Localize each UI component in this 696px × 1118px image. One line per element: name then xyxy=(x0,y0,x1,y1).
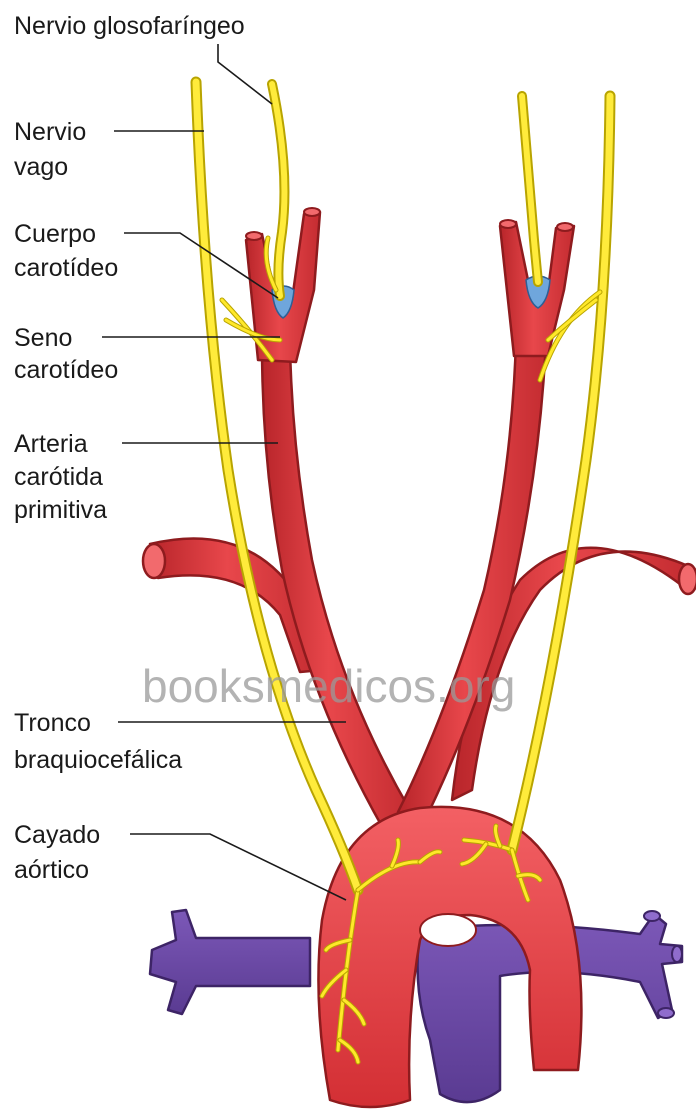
leader-aortic-arch xyxy=(130,834,346,900)
right-glossopharyngeal-nerve xyxy=(522,96,538,282)
label-vagus-line2: vago xyxy=(14,153,68,181)
label-brachiocephalic-line2: braquiocefálica xyxy=(14,746,182,774)
leader-glossopharyngeal xyxy=(218,44,272,104)
label-vagus-line1: Nervio xyxy=(14,118,86,146)
label-brachiocephalic-line1: Tronco xyxy=(14,709,91,737)
label-common-carotid-line1: Arteria xyxy=(14,430,88,458)
label-carotid-sinus-line1: Seno xyxy=(14,324,72,352)
label-carotid-body-line1: Cuerpo xyxy=(14,220,96,248)
label-common-carotid-line3: primitiva xyxy=(14,496,107,524)
label-carotid-body-line2: carotídeo xyxy=(14,254,118,282)
left-glossopharyngeal-nerve xyxy=(272,84,284,296)
left-vein xyxy=(150,910,310,1014)
label-carotid-sinus-line2: carotídeo xyxy=(14,356,118,384)
label-aortic-arch-line1: Cayado xyxy=(14,821,100,849)
watermark: booksmedicos.org xyxy=(142,660,515,712)
label-common-carotid-line2: carótida xyxy=(14,463,103,491)
label-aortic-arch-line2: aórtico xyxy=(14,856,89,884)
label-glossopharyngeal: Nervio glosofaríngeo xyxy=(14,12,245,40)
